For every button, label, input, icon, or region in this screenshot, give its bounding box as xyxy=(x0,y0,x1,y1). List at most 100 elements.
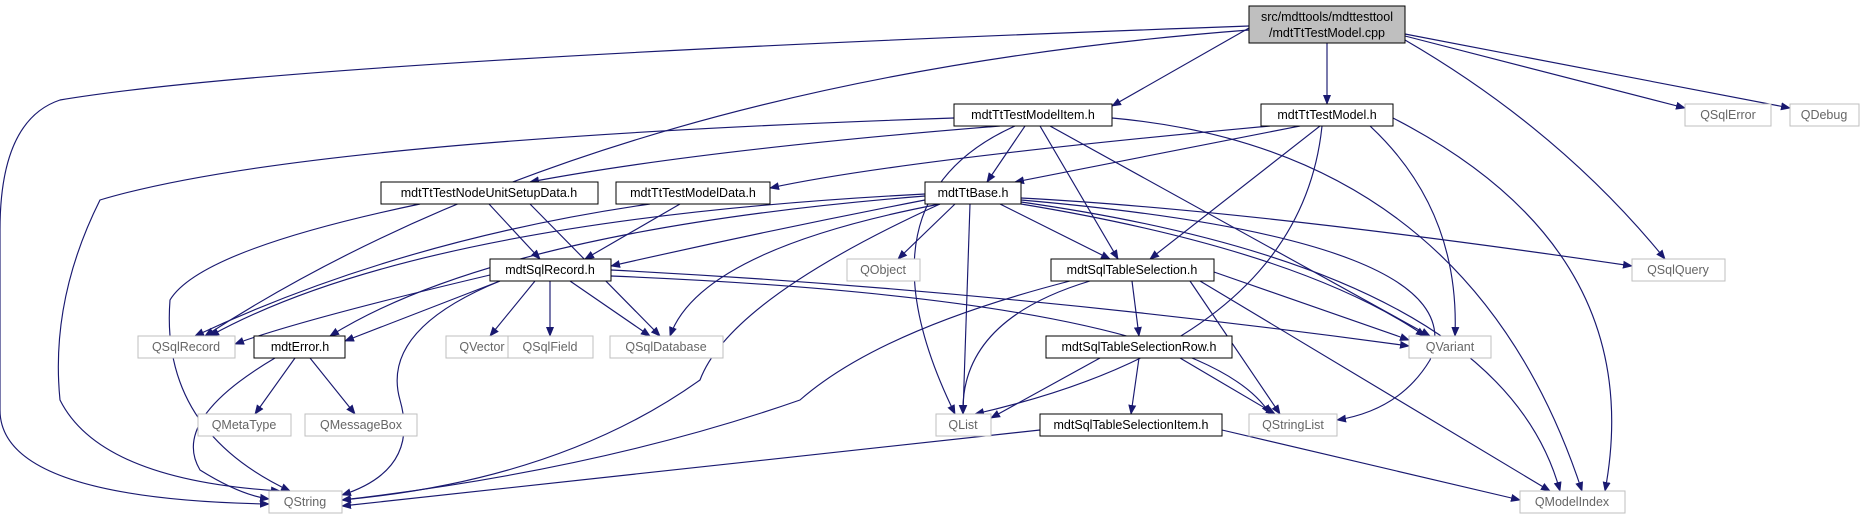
edge-model-to-qmodelindex xyxy=(1392,117,1613,492)
edge-modeldata-to-qsqlrecord xyxy=(194,203,651,337)
node-mdtTtTestNodeUnitSetupData-h[interactable]: mdtTtTestNodeUnitSetupData.h xyxy=(380,181,599,205)
node-QList: QList xyxy=(935,413,992,437)
svg-text:QMetaType: QMetaType xyxy=(212,418,277,432)
edge-tablesel-to-qstring xyxy=(341,280,1071,503)
edge-modelitem-to-qvariant xyxy=(1049,125,1431,337)
edge-modelitem-to-qlist xyxy=(913,125,1016,415)
edge-root-to-qsqlrecord xyxy=(204,29,1250,337)
svg-text:QString: QString xyxy=(284,495,326,509)
edge-base-to-tablesel xyxy=(999,203,1111,260)
svg-text:QSqlDatabase: QSqlDatabase xyxy=(625,340,706,354)
svg-text:mdtTtTestNodeUnitSetupData.h: mdtTtTestNodeUnitSetupData.h xyxy=(401,186,578,200)
svg-text:mdtTtTestModelData.h: mdtTtTestModelData.h xyxy=(630,186,756,200)
edge-error-to-qstring xyxy=(192,357,276,502)
svg-text:QObject: QObject xyxy=(860,263,906,277)
edge-selrow-to-selitem xyxy=(1128,357,1140,415)
edge-tablesel-to-selrow xyxy=(1131,280,1142,337)
edge-error-to-qmessagebox xyxy=(309,357,356,415)
svg-text:QStringList: QStringList xyxy=(1262,418,1324,432)
edge-root-to-qsqlquery xyxy=(1404,39,1666,260)
edge-base-to-sqlrecord xyxy=(610,199,926,268)
node-mdtTtTestModelData-h[interactable]: mdtTtTestModelData.h xyxy=(615,181,771,205)
root-file-path-line2: /mdtTtTestModel.cpp xyxy=(1269,26,1385,40)
svg-text:QVector: QVector xyxy=(459,340,504,354)
edge-selitem-to-qstring xyxy=(341,429,1041,510)
edge-tablesel-to-qvariant xyxy=(1213,271,1410,341)
edge-base-to-qobject xyxy=(897,203,956,260)
edge-tablesel-to-qlist xyxy=(958,280,1091,415)
edge-sqlrecord-to-error xyxy=(344,280,501,342)
root-file-path-line1: src/mdttools/mdttesttool xyxy=(1261,10,1393,24)
root-file-node[interactable]: src/mdttools/mdttesttool /mdtTtTestModel… xyxy=(1248,5,1406,44)
svg-text:QSqlQuery: QSqlQuery xyxy=(1647,263,1710,277)
node-QDebug: QDebug xyxy=(1789,103,1860,127)
edge-base-to-qvariant xyxy=(1020,203,1426,337)
svg-text:QSqlRecord: QSqlRecord xyxy=(152,340,220,354)
node-QMetaType: QMetaType xyxy=(197,413,292,437)
node-mdtSqlTableSelectionRow-h[interactable]: mdtSqlTableSelectionRow.h xyxy=(1045,335,1233,359)
edge-base-to-qstring xyxy=(341,203,941,504)
svg-text:QSqlError: QSqlError xyxy=(1700,108,1756,122)
edge-base-to-qsqldatabase xyxy=(669,203,941,337)
svg-text:QList: QList xyxy=(948,418,978,432)
node-mdtTtTestModel-h[interactable]: mdtTtTestModel.h xyxy=(1260,103,1394,127)
svg-text:mdtSqlRecord.h: mdtSqlRecord.h xyxy=(505,263,595,277)
edge-sqlrecord-to-qstringlist xyxy=(610,275,1271,415)
node-mdtError-h[interactable]: mdtError.h xyxy=(253,335,346,359)
edge-tablesel-to-qmodelindex xyxy=(1199,280,1551,492)
svg-text:mdtTtTestModel.h: mdtTtTestModel.h xyxy=(1277,108,1376,122)
node-QSqlError: QSqlError xyxy=(1684,103,1772,127)
node-QMessageBox: QMessageBox xyxy=(304,413,418,437)
svg-text:mdtSqlTableSelectionItem.h: mdtSqlTableSelectionItem.h xyxy=(1054,418,1209,432)
edge-sqlrecord-to-qsqldatabase xyxy=(569,280,651,337)
svg-text:mdtSqlTableSelection.h: mdtSqlTableSelection.h xyxy=(1067,263,1198,277)
node-QStringList: QStringList xyxy=(1248,413,1338,437)
node-mdtSqlTableSelection-h[interactable]: mdtSqlTableSelection.h xyxy=(1050,258,1215,282)
edge-nodeunitsetup-to-sqlrecord xyxy=(488,203,541,260)
svg-text:QVariant: QVariant xyxy=(1426,340,1475,354)
edge-base-to-error xyxy=(329,195,926,337)
svg-text:QMessageBox: QMessageBox xyxy=(320,418,403,432)
edge-base-to-qmodelindex xyxy=(1020,201,1562,492)
node-QSqlDatabase: QSqlDatabase xyxy=(609,335,724,359)
svg-text:mdtTtBase.h: mdtTtBase.h xyxy=(938,186,1009,200)
edge-modelitem-to-base xyxy=(986,125,1026,183)
edge-selitem-to-qmodelindex xyxy=(1221,429,1521,502)
node-mdtSqlRecord-h[interactable]: mdtSqlRecord.h xyxy=(489,258,612,282)
node-QObject: QObject xyxy=(846,258,921,282)
edge-model-to-base xyxy=(1014,125,1301,185)
node-mdtTtTestModelItem-h[interactable]: mdtTtTestModelItem.h xyxy=(953,103,1113,127)
node-QSqlQuery: QSqlQuery xyxy=(1631,258,1726,282)
node-QSqlField: QSqlField xyxy=(507,335,594,359)
edge-base-to-qsqlquery xyxy=(1020,197,1633,269)
edge-selrow-to-qstringlist xyxy=(1179,357,1276,415)
edge-modeldata-to-sqlrecord xyxy=(584,203,681,260)
edge-nodeunitsetup-to-qstring xyxy=(168,203,421,492)
edge-root-to-modelitem xyxy=(1111,27,1250,107)
svg-text:mdtError.h: mdtError.h xyxy=(271,340,329,354)
node-QVariant: QVariant xyxy=(1408,335,1492,359)
node-mdtTtBase-h[interactable]: mdtTtBase.h xyxy=(924,181,1022,205)
node-mdtSqlTableSelectionItem-h[interactable]: mdtSqlTableSelectionItem.h xyxy=(1039,413,1223,437)
svg-text:QDebug: QDebug xyxy=(1801,108,1848,122)
svg-text:mdtSqlTableSelectionRow.h: mdtSqlTableSelectionRow.h xyxy=(1062,340,1217,354)
edge-sqlrecord-to-qvector xyxy=(489,280,536,337)
edge-model-to-tablesel xyxy=(1149,125,1321,260)
edge-modelitem-to-qmodelindex xyxy=(1111,117,1583,492)
edge-error-to-qmetatype xyxy=(254,357,296,415)
edge-base-to-qlist xyxy=(959,203,971,415)
edge-root-to-qsqlerror xyxy=(1404,35,1686,110)
edge-model-to-modeldata xyxy=(769,125,1271,191)
edge-selrow-to-qlist xyxy=(990,357,1101,419)
edge-root-to-qdebug xyxy=(1404,33,1791,111)
edge-model-to-qlist xyxy=(974,125,1323,416)
edge-base-to-qstringlist xyxy=(1020,199,1436,423)
svg-text:QModelIndex: QModelIndex xyxy=(1535,495,1610,509)
edge-base-to-qsqlrecord xyxy=(209,193,926,337)
svg-text:mdtTtTestModelItem.h: mdtTtTestModelItem.h xyxy=(971,108,1095,122)
edge-modelitem-to-nodeunitsetup xyxy=(529,125,1001,185)
node-QModelIndex: QModelIndex xyxy=(1519,490,1626,514)
edge-sqlrecord-to-qstring xyxy=(341,280,501,497)
node-QSqlRecord: QSqlRecord xyxy=(137,335,236,359)
